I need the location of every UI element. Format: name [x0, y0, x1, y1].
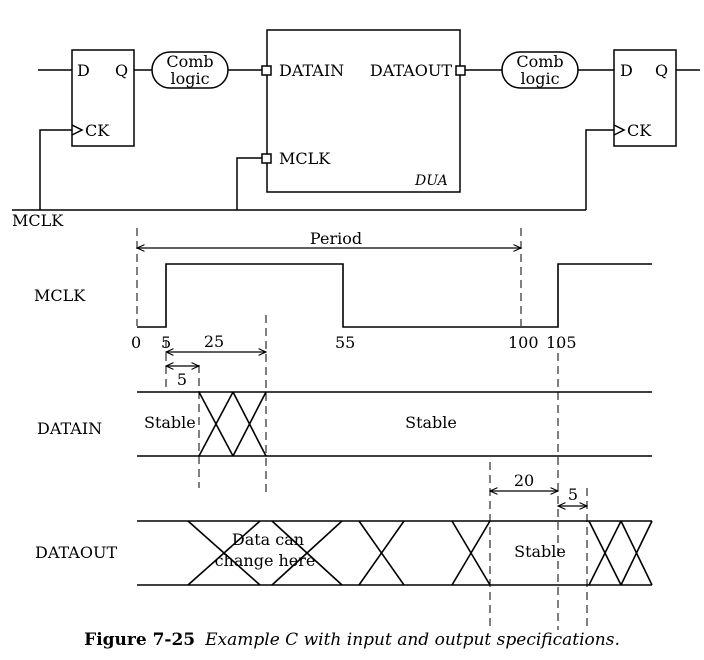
- circuit-schematic: [12, 29, 700, 211]
- ff-left-q-label: Q: [115, 61, 128, 80]
- dataout-waveform: [137, 520, 653, 586]
- ff-left-box: [71, 49, 135, 147]
- dua-mclk-label: MCLK: [279, 149, 331, 168]
- dataout-signal-label: DATAOUT: [35, 543, 117, 562]
- ff-right-d-label: D: [620, 61, 633, 80]
- comb-left-line2: logic: [170, 69, 209, 88]
- datain-stable-right: Stable: [405, 413, 457, 432]
- ff-right-ck-label: CK: [627, 121, 652, 140]
- period-label: Period: [310, 229, 362, 248]
- mclk-signal-label: MCLK: [34, 286, 86, 305]
- mclk-port: [261, 153, 272, 164]
- caption-text: Example C with input and output specific…: [204, 630, 620, 650]
- dataout-20-label: 20: [514, 471, 534, 490]
- ff-right-box: [613, 49, 677, 147]
- ff-left-ck-label: CK: [85, 121, 110, 140]
- tick-100: 100: [508, 333, 539, 352]
- ff-left-d-label: D: [77, 61, 90, 80]
- datain-25-label: 25: [204, 332, 224, 351]
- datain-stable-left: Stable: [144, 413, 196, 432]
- mclk-waveform: [137, 263, 652, 328]
- tick-105: 105: [546, 333, 577, 352]
- dua-box: [266, 29, 461, 193]
- datain-5-label: 5: [177, 370, 187, 389]
- mclk-net-left: [39, 129, 72, 210]
- ff-right-clock-triangle: [613, 124, 626, 136]
- comb-right-line2: logic: [520, 69, 559, 88]
- tick-5: 5: [161, 333, 171, 352]
- tick-55: 55: [335, 333, 355, 352]
- tick-0: 0: [131, 333, 141, 352]
- dataout-port: [455, 65, 466, 76]
- mclk-net-label: MCLK: [12, 211, 64, 230]
- datain-signal-label: DATAIN: [37, 419, 102, 438]
- comb-right-line1: Comb: [516, 52, 563, 71]
- mclk-net-right: [585, 129, 614, 210]
- comb-left-line1: Comb: [166, 52, 213, 71]
- dua-name: DUA: [414, 173, 448, 189]
- caption-label: Figure 7-25: [84, 630, 195, 650]
- dataout-change-line2: change here: [215, 551, 316, 570]
- ff-left-clock-triangle: [71, 124, 84, 136]
- dua-datain-label: DATAIN: [279, 61, 344, 80]
- figure-caption: Figure 7-25 Example C with input and outp…: [84, 630, 620, 650]
- datain-port: [261, 65, 272, 76]
- datain-waveform: [137, 391, 652, 457]
- ff-right-q-label: Q: [655, 61, 668, 80]
- dua-dataout-label: DATAOUT: [370, 61, 452, 80]
- mclk-net-dua: [236, 157, 262, 210]
- dataout-stable: Stable: [514, 542, 566, 561]
- reference-lines: [136, 228, 588, 630]
- dataout-5-label: 5: [568, 485, 578, 504]
- dataout-change-line1: Data can: [232, 530, 304, 549]
